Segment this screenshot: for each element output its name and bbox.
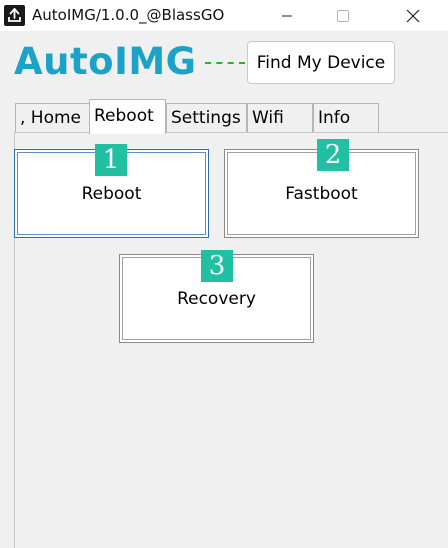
minimize-icon [282,15,292,16]
connector-dash [205,62,245,64]
tab-home[interactable]: , Home [15,103,90,133]
brand-logo: AutoIMG [14,40,197,83]
reboot-button-label: Reboot [81,183,142,204]
tab-wifi[interactable]: Wifi [247,103,313,133]
badge-2: 2 [317,139,349,171]
close-icon [406,9,420,22]
tab-info[interactable]: Info [313,103,379,133]
maximize-button[interactable] [320,0,366,31]
fastboot-button[interactable]: Fastboot [224,149,419,238]
fastboot-button-label: Fastboot [285,183,358,204]
badge-3: 3 [201,250,233,282]
tab-reboot[interactable]: Reboot [89,99,166,134]
badge-1: 1 [95,144,127,176]
window-title: AutoIMG/1.0.0_@BlassGO [32,6,225,24]
upload-arrow-icon [4,5,25,26]
find-my-device-button[interactable]: Find My Device [247,41,395,84]
maximize-icon [337,9,349,22]
title-bar: AutoIMG/1.0.0_@BlassGO [0,0,448,31]
close-button[interactable] [390,0,436,31]
minimize-button[interactable] [264,0,310,31]
recovery-button-label: Recovery [177,288,256,309]
tab-settings[interactable]: Settings [166,103,247,133]
